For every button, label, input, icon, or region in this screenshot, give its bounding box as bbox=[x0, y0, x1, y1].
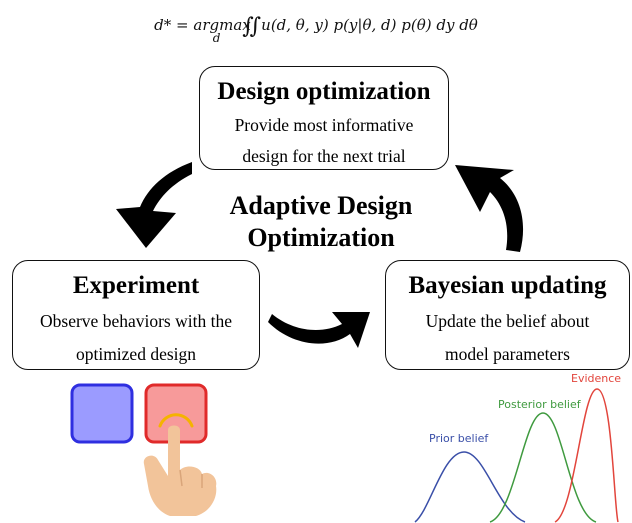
prior-belief-curve bbox=[414, 451, 526, 523]
arrow-design-to-experiment-icon bbox=[116, 162, 192, 248]
center-title-line1: Adaptive Design bbox=[229, 191, 413, 220]
formula-integral: ∬ bbox=[242, 14, 262, 39]
formula-subscript: d bbox=[212, 31, 221, 45]
formula-rhs: u(d, θ, y) p(y|θ, d) p(θ) dy dθ bbox=[261, 16, 478, 34]
experiment-desc-line1: Observe behaviors with the bbox=[40, 311, 232, 331]
design-optimization-title: Design optimization bbox=[217, 78, 431, 105]
experiment-box: Experiment Observe behaviors with the op… bbox=[12, 260, 260, 370]
utility-formula: d* = argmaxd ∬u(d, θ, y) p(y|θ, d) p(θ) d… bbox=[0, 14, 632, 45]
design-optimization-desc-line2: design for the next trial bbox=[242, 146, 406, 166]
design-optimization-desc-line1: Provide most informative bbox=[234, 115, 414, 135]
prior-belief-label: Prior belief bbox=[429, 432, 489, 445]
formula-lhs: d* = argmax bbox=[154, 16, 251, 34]
experiment-title: Experiment bbox=[72, 272, 200, 299]
belief-distributions: Prior belief Posterior belief Evidence bbox=[414, 372, 621, 523]
bayesian-updating-desc-line1: Update the belief about bbox=[425, 311, 590, 331]
bayesian-updating-box: Bayesian updating Update the belief abou… bbox=[385, 260, 630, 370]
center-title: Adaptive Design Optimization bbox=[196, 190, 446, 254]
arrow-bayes-to-design-icon bbox=[455, 165, 524, 252]
center-title-line2: Optimization bbox=[247, 223, 395, 252]
design-optimization-box: Design optimization Provide most informa… bbox=[199, 66, 449, 170]
posterior-belief-curve bbox=[489, 412, 597, 523]
evidence-label: Evidence bbox=[571, 372, 621, 385]
choice-button-left bbox=[70, 383, 134, 444]
posterior-belief-label: Posterior belief bbox=[498, 398, 582, 411]
bayesian-updating-title: Bayesian updating bbox=[408, 272, 607, 299]
pointing-hand-icon bbox=[143, 413, 217, 516]
evidence-curve bbox=[554, 388, 619, 523]
bayesian-updating-desc-line2: model parameters bbox=[445, 344, 570, 364]
arrow-experiment-to-bayes-icon bbox=[268, 312, 370, 348]
experiment-desc-line2: optimized design bbox=[75, 344, 197, 364]
